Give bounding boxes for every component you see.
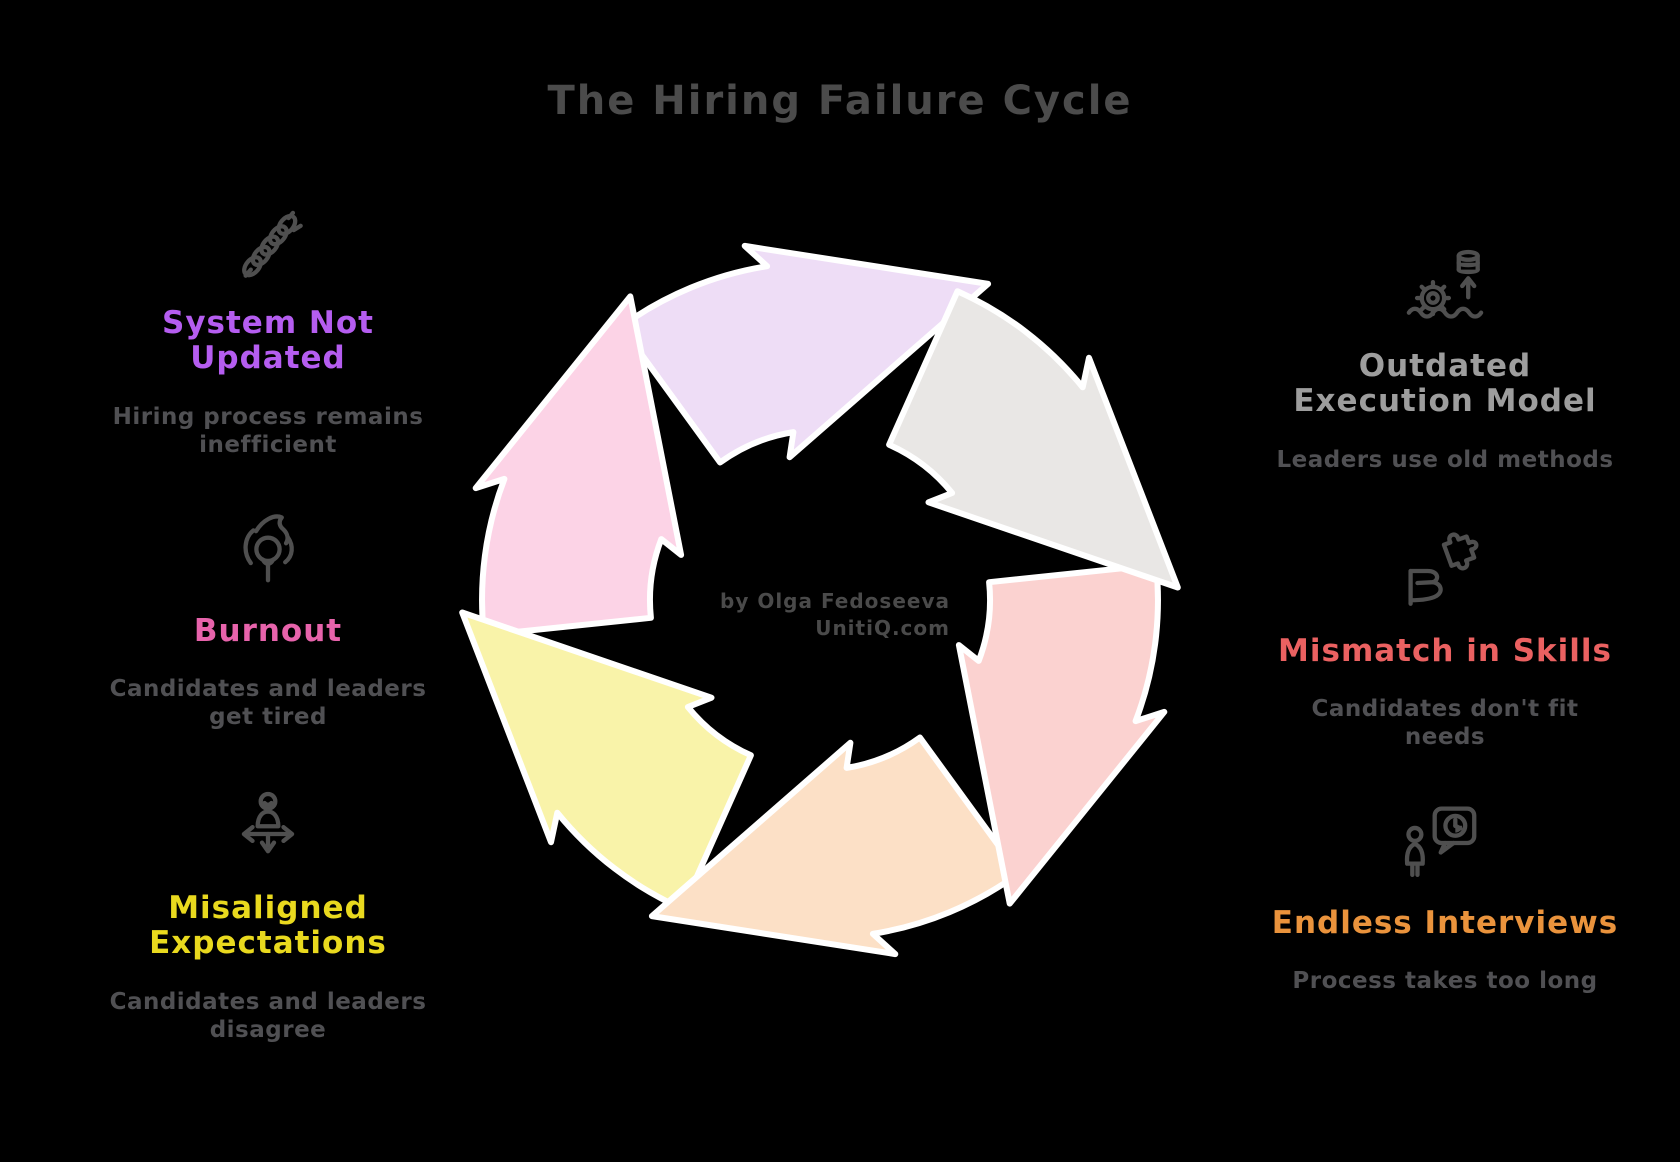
chain-icon xyxy=(242,210,303,278)
item-subtitle: Candidates and leaders get tired xyxy=(109,676,427,731)
item-subtitle: Candidates don't fit needs xyxy=(1311,696,1579,751)
cycle-segment-misaligned-expectations xyxy=(459,609,754,912)
person-arrows-icon xyxy=(241,791,295,854)
cycle-item-system-not-updated: System Not Updated Hiring process remain… xyxy=(88,200,448,459)
puzzle-hand-icon xyxy=(1408,532,1479,606)
item-title: Burnout xyxy=(193,613,343,649)
item-title: Misaligned Expectations xyxy=(149,890,387,962)
item-subtitle: Candidates and leaders disagree xyxy=(109,988,427,1043)
cycle-segment-mismatch-in-skills xyxy=(955,561,1168,907)
item-subtitle: Leaders use old methods xyxy=(1276,446,1614,473)
cycle-segment-burnout xyxy=(472,293,685,639)
item-title: System Not Updated xyxy=(162,305,374,377)
cycle-item-burnout: Burnout Candidates and leaders get tired xyxy=(88,508,448,731)
credit-text: by Olga Fedoseeva UnitiQ.com xyxy=(720,589,950,640)
cycle-segment-system-not-updated xyxy=(618,242,992,466)
item-title: Outdated Execution Model xyxy=(1293,348,1597,420)
item-subtitle: Process takes too long xyxy=(1292,968,1598,995)
cycle-segment-outdated-execution-model xyxy=(886,288,1181,591)
cycle-segment-endless-interviews xyxy=(648,734,1022,958)
cycle-item-outdated-execution-model: Outdated Execution Model Leaders use old… xyxy=(1245,243,1645,474)
flame-icon xyxy=(243,514,294,583)
page-title: The Hiring Failure Cycle xyxy=(547,78,1133,124)
item-title: Endless Interviews xyxy=(1271,905,1619,941)
cycle-item-endless-interviews: Endless Interviews Process takes too lon… xyxy=(1235,800,1655,995)
gear-water-database-icon xyxy=(1406,249,1484,319)
cycle-item-mismatch-in-skills: Mismatch in Skills Candidates don't fit … xyxy=(1245,528,1645,751)
item-subtitle: Hiring process remains inefficient xyxy=(112,403,424,458)
cycle-item-misaligned-expectations: Misaligned Expectations Candidates and l… xyxy=(78,785,458,1044)
item-title: Mismatch in Skills xyxy=(1278,633,1612,669)
person-speech-clock-icon xyxy=(1404,806,1477,877)
